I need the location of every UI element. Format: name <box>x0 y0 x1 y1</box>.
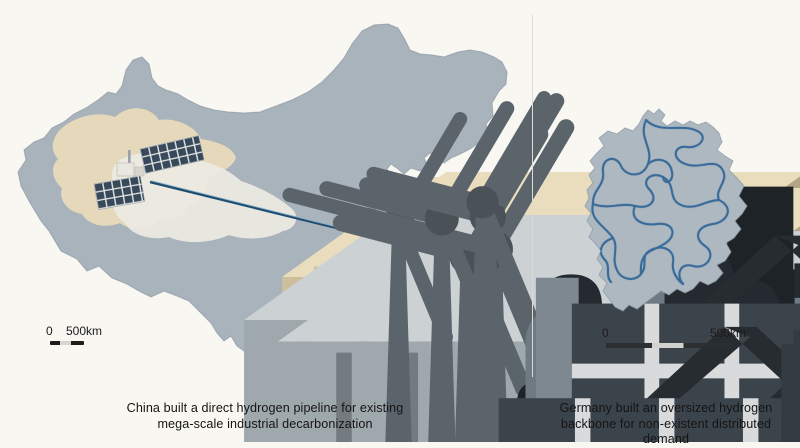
germany-map <box>584 108 800 442</box>
china-caption-line1: China built a direct hydrogen pipeline f… <box>126 401 404 415</box>
solar-array-icon <box>139 135 205 174</box>
plant-building-icon <box>116 150 145 177</box>
china-map <box>17 23 800 442</box>
germany-caption: Germany built an oversized hydrogen back… <box>538 401 794 448</box>
china-scale-zero: 0 <box>46 324 53 338</box>
solar-array-icon <box>93 175 146 210</box>
hydrogen-network <box>590 118 730 286</box>
china-caption-line2: mega-scale industrial decarbonization <box>157 416 373 431</box>
industrial-site-area <box>111 152 297 243</box>
germany-scale-distance: 500km <box>710 326 747 340</box>
germany-caption-line2: backbone for non-existent distributed de… <box>560 416 772 447</box>
germany-scale-zero: 0 <box>602 326 609 340</box>
panel-divider <box>532 15 533 377</box>
china-scale-bar <box>50 341 84 345</box>
hydrogen-pipeline <box>149 180 346 232</box>
germany-caption-line1: Germany built an oversized hydrogen <box>559 401 773 415</box>
germany-scale-bar <box>606 343 731 348</box>
china-caption: China built a direct hydrogen pipeline f… <box>35 401 495 432</box>
china-scale-distance: 500km <box>66 324 103 338</box>
